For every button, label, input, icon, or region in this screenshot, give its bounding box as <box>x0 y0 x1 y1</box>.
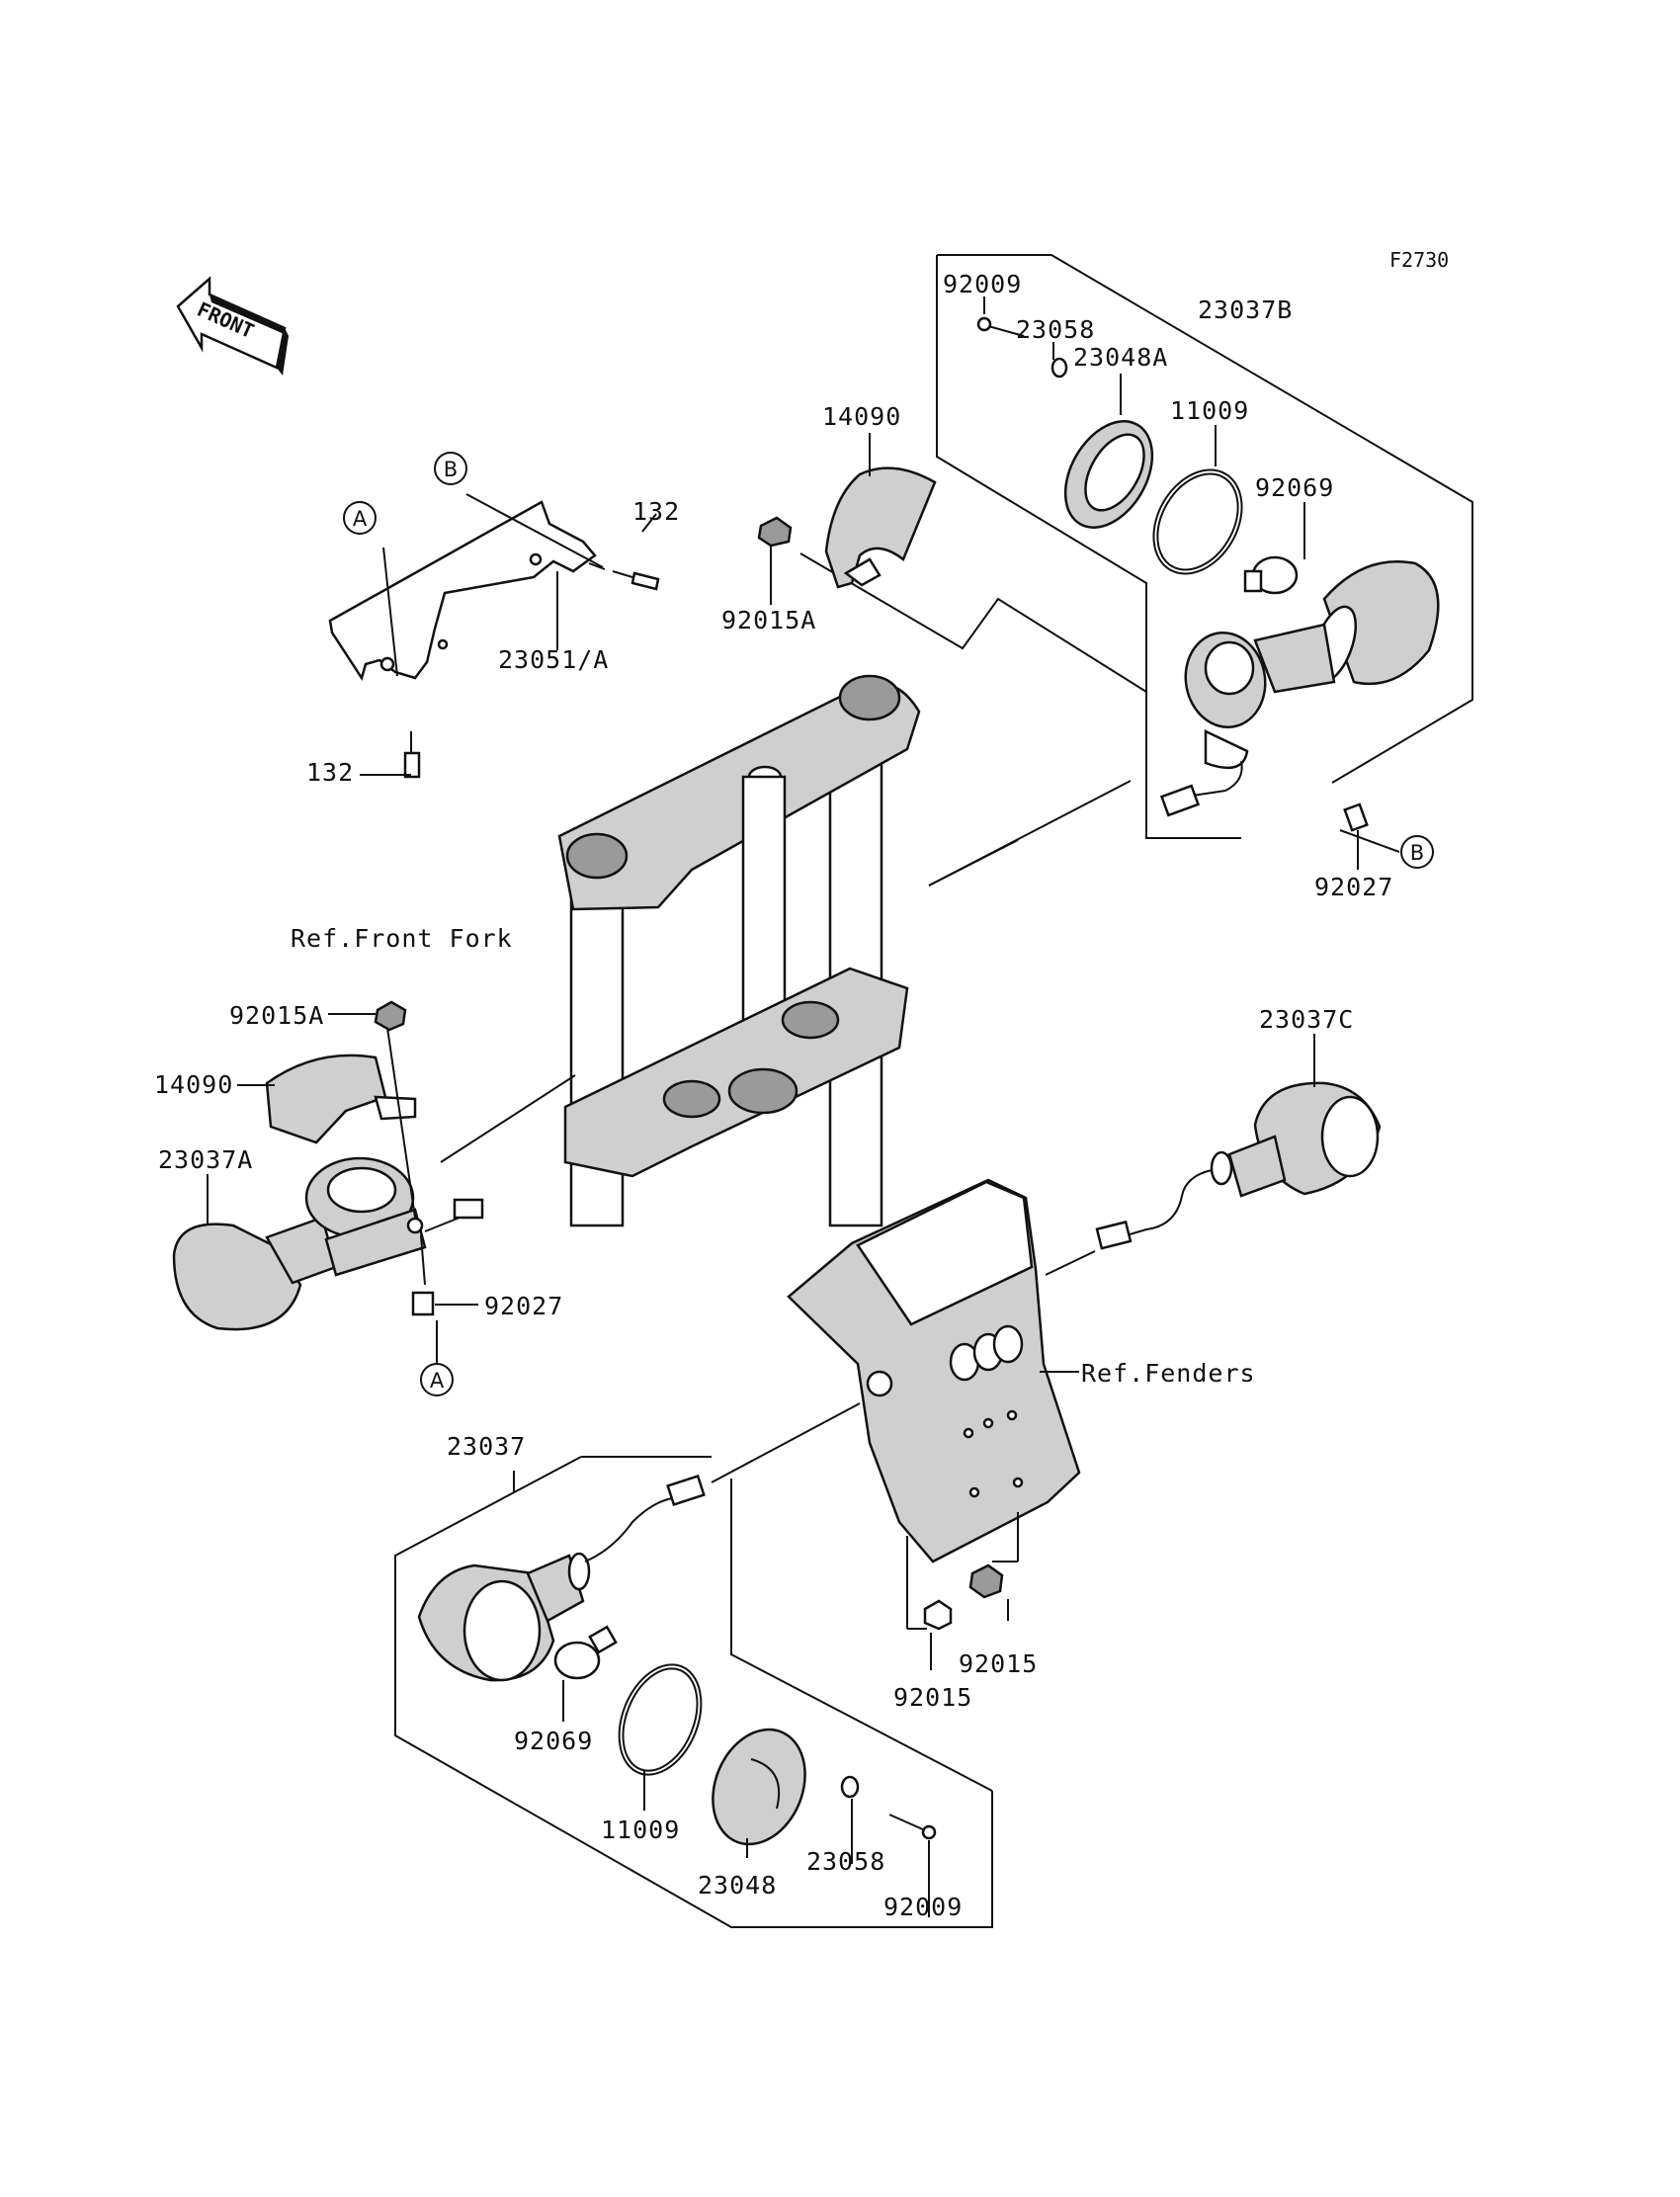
screw-icon-upper <box>976 316 1025 337</box>
washer-icon-rear <box>840 1775 860 1799</box>
label-kit-right-washer: 23058 <box>1016 315 1095 344</box>
callout-a-lower-text: A <box>430 1369 445 1393</box>
label-rear-washer: 23058 <box>806 1847 885 1876</box>
gasket-icon-upper <box>1152 468 1243 575</box>
washer-icon-upper <box>1050 357 1068 379</box>
callout-b-lower-text: B <box>1410 841 1424 865</box>
leader-a-lower <box>420 1234 426 1286</box>
callout-b-lower: B <box>1400 835 1434 869</box>
figure-code: F2730 <box>1389 248 1449 272</box>
label-leaders <box>207 296 1400 1917</box>
label-fender-nut-b: 92015 <box>959 1649 1038 1678</box>
callout-b-upper: B <box>434 452 467 485</box>
label-kit-right-screw: 92009 <box>943 270 1022 298</box>
signal-light-icon-left-front <box>172 1156 484 1331</box>
front-fork-icon <box>557 674 921 1227</box>
label-signal-rear-right: 23037C <box>1259 1005 1354 1034</box>
bolt-icon-top <box>612 570 660 591</box>
spacer-icon-upper <box>1343 803 1369 832</box>
leader-fender-left <box>711 1402 861 1483</box>
spacer-icon-left <box>411 1291 435 1316</box>
front-arrow-icon: FRONT <box>176 276 289 376</box>
label-kit-right-bulb: 92069 <box>1255 473 1334 502</box>
label-signal-left-front: 23037A <box>158 1145 253 1174</box>
label-cover-right: 14090 <box>822 402 901 431</box>
gasket-icon-rear <box>618 1663 703 1776</box>
lens-icon-upper <box>1063 420 1154 529</box>
callout-a-upper: A <box>343 501 377 535</box>
label-signal-rear-left: 23037 <box>447 1432 526 1461</box>
cover-left-icon <box>265 1054 417 1144</box>
kit-box-right <box>799 254 1473 887</box>
leader-fork-to-box <box>928 839 1019 887</box>
nut-icon-fender-a <box>923 1599 953 1631</box>
label-rear-bulb: 92069 <box>514 1727 593 1755</box>
fender-bracket-icon <box>787 1178 1081 1563</box>
label-fender-nut-a: 92015 <box>893 1683 972 1712</box>
label-nut-right: 92015A <box>721 606 816 634</box>
leader-fork-left <box>440 1074 576 1163</box>
label-kit-right-assembly: 23037B <box>1198 296 1293 324</box>
bulb-icon-rear <box>553 1625 618 1680</box>
ref-fenders-label: Ref.Fenders <box>1081 1359 1256 1388</box>
leader-fender-right <box>1045 1250 1096 1276</box>
label-nut-left: 92015A <box>229 1001 324 1030</box>
label-rear-gasket: 11009 <box>601 1816 680 1844</box>
label-rear-lens: 23048 <box>698 1871 777 1900</box>
callout-a-lower: A <box>420 1320 454 1396</box>
signal-light-icon-upper-right <box>1159 559 1440 817</box>
label-spacer-right: 92027 <box>1314 873 1393 901</box>
cover-right-icon <box>824 466 937 589</box>
leader-a-upper <box>386 1027 416 1219</box>
nut-icon-upper <box>757 516 793 548</box>
label-rear-screw: 92009 <box>883 1893 963 1921</box>
label-bracket-bolt-top: 132 <box>632 497 680 526</box>
bolt-icon-bottom <box>403 731 421 779</box>
upper-bracket <box>328 500 606 681</box>
nut-icon-left <box>374 1000 407 1032</box>
label-kit-right-gasket: 11009 <box>1170 396 1249 425</box>
label-cover-left: 14090 <box>154 1070 233 1099</box>
signal-light-icon-rear-left <box>417 1474 706 1682</box>
callout-b-upper-text: B <box>444 458 458 481</box>
signal-light-icon-rear-right <box>1095 1081 1382 1250</box>
label-kit-right-lens: 23048A <box>1073 343 1168 372</box>
bulb-icon-upper <box>1243 555 1299 595</box>
lens-icon-rear <box>712 1728 806 1846</box>
screw-icon-rear <box>888 1814 937 1840</box>
kit-box-rear <box>394 1456 993 1928</box>
label-bracket: 23051/A <box>498 645 609 674</box>
ref-front-fork-label: Ref.Front Fork <box>291 924 513 953</box>
nut-icon-fender-b <box>968 1563 1004 1599</box>
label-bracket-bolt-bottom: 132 <box>306 758 354 787</box>
callout-a-upper-text: A <box>353 507 368 531</box>
label-spacer-left: 92027 <box>484 1292 563 1320</box>
